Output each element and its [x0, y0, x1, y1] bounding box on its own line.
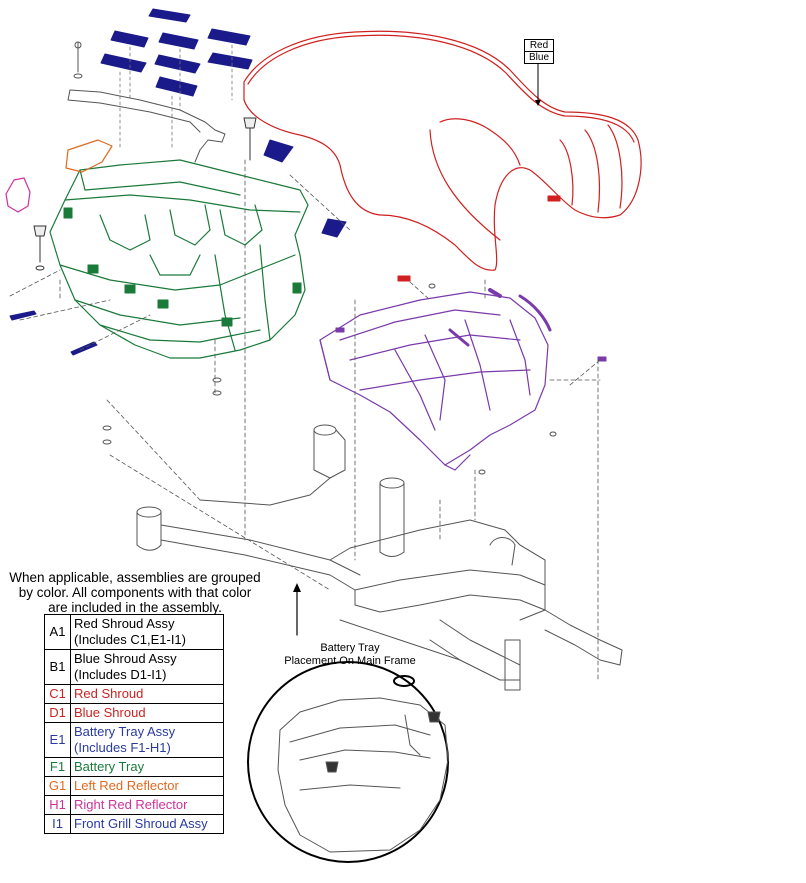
pad-guide-lines — [119, 44, 233, 151]
legend-code: D1 — [44, 703, 71, 723]
legend-description-line-1: Battery Tray Assy — [74, 724, 176, 739]
legend-description: Red Shroud — [70, 684, 224, 704]
knobs — [33, 117, 257, 271]
callout-label: Battery Tray Placement On Main Frame — [270, 642, 430, 668]
legend-code: I1 — [44, 814, 71, 834]
callout-line-1: Battery Tray — [320, 642, 380, 654]
legend-description-line-1: Right Red Reflector — [74, 797, 188, 812]
legend-description-line-1: Red Shroud — [74, 686, 144, 701]
note-line-2: by color. All components with that color — [18, 585, 252, 600]
legend-code: C1 — [44, 684, 71, 704]
front-bracket — [67, 41, 226, 163]
legend-description-line-2: (Includes F1-H1) — [74, 740, 171, 755]
legend-description-line-1: Red Shroud Assy — [74, 616, 175, 631]
right-reflector — [5, 177, 31, 213]
legend-code: E1 — [44, 722, 71, 758]
red-shroud-fasteners — [397, 195, 561, 282]
callout-detail — [277, 675, 449, 853]
legend-description-line-1: Front Grill Shroud Assy — [74, 816, 208, 831]
legend-code: A1 — [44, 614, 71, 650]
legend-description: Blue Shroud — [70, 703, 224, 723]
legend-description: Battery Tray Assy(Includes F1-H1) — [70, 722, 224, 758]
main-frame — [136, 424, 623, 691]
legend-description: Left Red Reflector — [70, 776, 224, 796]
tray-hooks — [63, 207, 302, 327]
left-reflector — [65, 139, 113, 173]
legend-description: Battery Tray — [70, 757, 224, 777]
red-shroud — [243, 30, 642, 271]
legend-code: F1 — [44, 757, 71, 777]
legend-code: B1 — [44, 649, 71, 685]
callout-line-2: Placement On Main Frame — [284, 655, 416, 667]
color-tag-blue: Blue — [524, 52, 555, 64]
blue-pads — [9, 8, 347, 356]
color-tag: Red Blue — [524, 39, 555, 64]
grouping-note: When applicable, assemblies are grouped … — [0, 570, 270, 615]
grill-clips — [335, 288, 607, 362]
front-grill-shroud — [319, 291, 549, 471]
legend-description-line-1: Blue Shroud — [74, 705, 146, 720]
legend-description: Red Shroud Assy(Includes C1,E1-I1) — [70, 614, 224, 650]
legend-description-line-1: Battery Tray — [74, 759, 145, 774]
color-tag-red: Red — [524, 39, 555, 52]
legend-description: Front Grill Shroud Assy — [70, 814, 224, 834]
legend-description: Blue Shroud Assy(Includes D1-I1) — [70, 649, 224, 685]
legend-description-line-2: (Includes C1,E1-I1) — [74, 632, 186, 647]
legend-description-line-1: Blue Shroud Assy — [74, 651, 177, 666]
note-line-3: are included in the assembly. — [48, 600, 222, 615]
battery-tray — [49, 159, 309, 359]
note-line-1: When applicable, assemblies are grouped — [9, 570, 261, 585]
legend-description: Right Red Reflector — [70, 795, 224, 815]
legend-code: G1 — [44, 776, 71, 796]
assembly-guide-lines — [9, 159, 601, 681]
legend-description-line-2: (Includes D1-I1) — [74, 667, 167, 682]
legend-description-line-1: Left Red Reflector — [74, 778, 179, 793]
small-washers — [102, 283, 557, 475]
legend-code: H1 — [44, 795, 71, 815]
